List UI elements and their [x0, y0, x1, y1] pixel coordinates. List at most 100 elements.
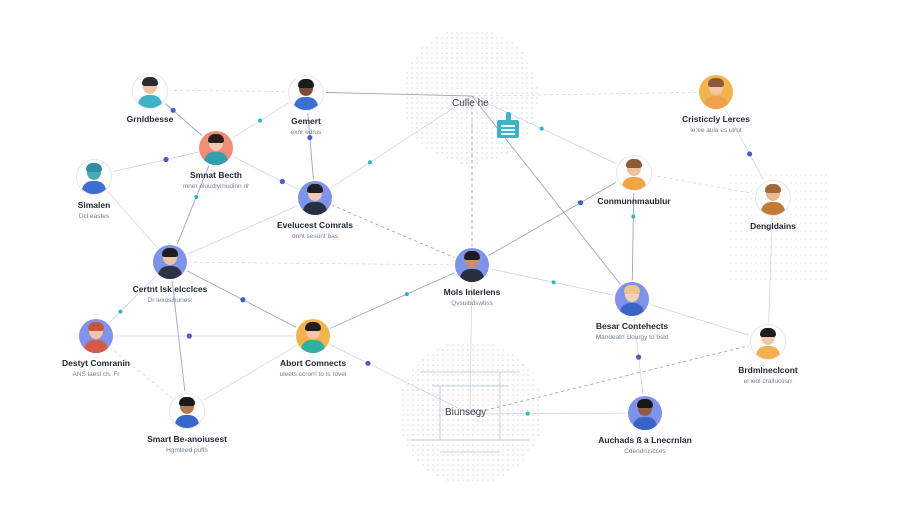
person-node-n13[interactable]: Dengldains	[693, 180, 853, 231]
cluster-dot	[431, 52, 433, 54]
cluster-dot	[491, 107, 493, 109]
avatar	[455, 248, 489, 282]
cluster-dot	[451, 37, 453, 39]
cluster-dot	[466, 92, 468, 94]
edge-n12-n14	[631, 171, 635, 300]
cluster-dot	[477, 434, 479, 436]
cluster-dot	[461, 77, 463, 79]
cluster-dot	[512, 449, 514, 451]
avatar-hair	[760, 328, 776, 337]
cluster-dot	[516, 87, 518, 89]
cluster-dot	[456, 132, 458, 134]
avatar-body	[138, 95, 162, 108]
avatar-body	[158, 266, 182, 279]
cluster-dot	[512, 424, 514, 426]
cluster-dot	[491, 152, 493, 154]
cluster-dot	[477, 474, 479, 476]
cluster-dot	[486, 147, 488, 149]
cluster-dot	[492, 359, 494, 361]
edge-dot	[539, 126, 544, 131]
cluster-dot	[492, 479, 494, 481]
node-subtitle: le:ee aula es ulrut	[690, 127, 742, 134]
avatar-body	[204, 152, 228, 165]
cluster-dot	[427, 464, 429, 466]
cluster-dot	[426, 102, 428, 104]
cluster-dot	[486, 32, 488, 34]
cluster-dot	[486, 77, 488, 79]
cluster-dot	[442, 354, 444, 356]
person-node-n1[interactable]: Grnldbesse	[70, 73, 230, 124]
cluster-dot	[507, 459, 509, 461]
cluster-dot	[502, 354, 504, 356]
cluster-dot	[527, 434, 529, 436]
cluster-dot	[406, 92, 408, 94]
cluster-dot	[497, 394, 499, 396]
cluster-dot	[461, 122, 463, 124]
cluster-dot	[457, 344, 459, 346]
cluster-dot	[522, 384, 524, 386]
cluster-dot	[447, 359, 449, 361]
cluster-dot	[502, 474, 504, 476]
edge-dot	[551, 280, 556, 285]
cluster-dot	[402, 434, 404, 436]
cluster-dot	[512, 444, 514, 446]
cluster-dot	[521, 122, 523, 124]
cluster-dot	[477, 404, 479, 406]
cluster-dot	[406, 77, 408, 79]
cluster-dot	[487, 479, 489, 481]
document-panel-icon	[497, 112, 519, 138]
cluster-dot	[521, 57, 523, 59]
cluster-dot	[436, 102, 438, 104]
cluster-dot	[461, 92, 463, 94]
cluster-dot	[482, 369, 484, 371]
avatar-body	[82, 181, 106, 194]
cluster-dot	[416, 77, 418, 79]
cluster-dot	[512, 374, 514, 376]
cluster-dot	[491, 57, 493, 59]
cluster-dot	[441, 47, 443, 49]
person-node-n12[interactable]: Conmunnmaublur	[554, 155, 714, 206]
cluster-dot	[426, 122, 428, 124]
cluster-dot	[461, 132, 463, 134]
edge-n9-n10	[186, 335, 314, 411]
cluster-dot	[472, 399, 474, 401]
cluster-dot	[456, 32, 458, 34]
avatar	[199, 131, 233, 165]
cluster-dot	[461, 47, 463, 49]
cluster-dot	[496, 112, 498, 114]
cluster-dot	[412, 389, 414, 391]
cluster-dot	[432, 379, 434, 381]
cluster-dot	[496, 57, 498, 59]
avatar-body	[761, 202, 785, 215]
cluster-dot	[527, 449, 529, 451]
cluster-dot	[536, 97, 538, 99]
node-subtitle: Hgmleed puffs	[166, 447, 208, 454]
cluster-dot	[521, 97, 523, 99]
cluster-dot	[432, 414, 434, 416]
cluster-dot	[442, 394, 444, 396]
cluster-dot	[471, 62, 473, 64]
cluster-dot	[511, 112, 513, 114]
cluster-dot	[506, 102, 508, 104]
cluster-dot	[447, 379, 449, 381]
cluster-dot	[507, 354, 509, 356]
node-title: Auchads ß a Lnecrnlan	[598, 435, 692, 445]
cluster-dot	[491, 47, 493, 49]
cluster-dot	[472, 359, 474, 361]
cluster-dot	[447, 369, 449, 371]
edge-n16-bottom	[469, 412, 646, 415]
edge-n9-bottom	[312, 335, 471, 415]
